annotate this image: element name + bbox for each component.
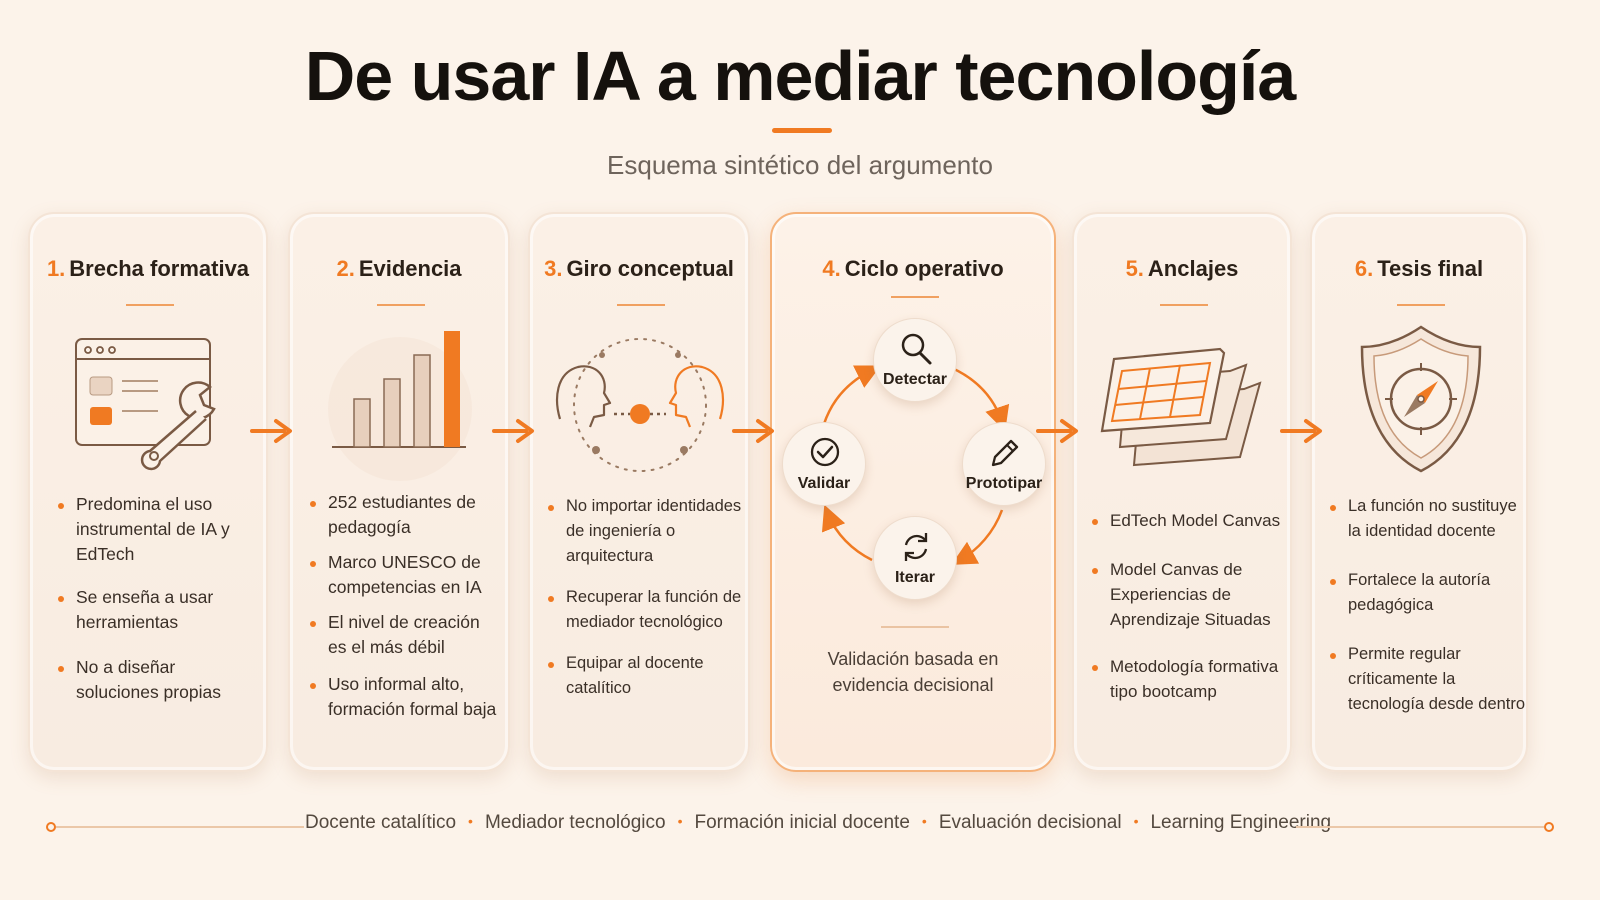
- card-divider: [1397, 304, 1445, 306]
- cycle-label: Prototipar: [965, 475, 1043, 492]
- card-title: Giro conceptual: [566, 256, 734, 281]
- arrow-right-icon: [1036, 419, 1078, 443]
- footer-items: Docente catalítico • Mediador tecnológico •…: [305, 812, 1331, 834]
- cycle-arrows: [821, 365, 1010, 565]
- card-anclajes: 5.Anclajes EdTech Model Canvas Model Can…: [1072, 212, 1292, 772]
- card-title: Tesis final: [1377, 256, 1484, 281]
- card-ciclo-operativo: 4.Ciclo operativo Detectar Prototipar: [770, 212, 1056, 772]
- list-item: Equipar al docente catalítico: [548, 651, 748, 701]
- page-title: De usar IA a mediar tecnología: [304, 37, 1297, 115]
- page-subtitle: Esquema sintético del argumento: [607, 150, 993, 180]
- footer-line-left: [56, 826, 304, 828]
- card-number: 2.: [336, 256, 355, 281]
- list-item: Recuperar la función de mediador tecnoló…: [548, 585, 748, 635]
- cycle-node-prototipar: Prototipar: [962, 422, 1046, 506]
- arrow-right-icon: [1280, 419, 1322, 443]
- card-heading: 6.Tesis final: [1312, 256, 1526, 282]
- list-item: Predomina el uso instrumental de IA y Ed…: [58, 492, 258, 567]
- card-bullets: No importar identidades de ingeniería o …: [548, 494, 748, 701]
- bar-chart-icon: [290, 319, 508, 494]
- card-divider: [881, 626, 949, 628]
- card-divider: [617, 304, 665, 306]
- search-icon: [901, 333, 932, 365]
- footer-line-right: [1296, 826, 1544, 828]
- card-tesis-final: 6.Tesis final La función no sustituye la…: [1310, 212, 1528, 772]
- card-brecha-formativa: 1.Brecha formativa Predomina el uso inst…: [28, 212, 268, 772]
- card-giro-conceptual: 3.Giro conceptual No importar identidade…: [528, 212, 750, 772]
- separator-dot: •: [468, 813, 473, 829]
- cycle-label: Iterar: [894, 569, 936, 586]
- refresh-icon: [904, 533, 928, 561]
- cycle-label: Detectar: [882, 371, 948, 388]
- cycle-node-iterar: Iterar: [873, 516, 957, 600]
- cycle-node-detectar: Detectar: [873, 318, 957, 402]
- card-number: 1.: [46, 256, 66, 281]
- card-evidencia: 2.Evidencia 252 estudiantes de pedagogía…: [288, 212, 510, 772]
- card-bullets: EdTech Model Canvas Model Canvas de Expe…: [1092, 508, 1292, 704]
- card-number: 5.: [1125, 256, 1144, 281]
- canvas-layers-icon: [1074, 319, 1290, 494]
- list-item: 252 estudiantes de pedagogía: [310, 490, 502, 540]
- list-item: La función no sustituye la identidad doc…: [1330, 494, 1528, 544]
- separator-dot: •: [921, 813, 927, 829]
- card-title: Evidencia: [358, 256, 462, 281]
- arrow-right-icon: [250, 419, 292, 443]
- card-title: Ciclo operativo: [844, 256, 1004, 281]
- card-number: 3.: [544, 256, 563, 281]
- list-item: Model Canvas de Experiencias de Aprendiz…: [1092, 557, 1292, 632]
- list-item: Se enseña a usar herramientas: [58, 585, 258, 635]
- arrow-right-icon: [732, 419, 774, 443]
- card-divider: [377, 304, 425, 306]
- cycle-note: Validación basada en evidencia decisiona…: [827, 649, 999, 695]
- card-heading: 5.Anclajes: [1074, 256, 1290, 282]
- check-circle-icon: [810, 437, 840, 467]
- list-item: No importar identidades de ingeniería o …: [548, 494, 748, 569]
- list-item: Uso informal alto, formación formal baja: [310, 672, 502, 722]
- list-item: El nivel de creación es el más débil: [310, 610, 502, 660]
- footer-keyword: Formación inicial docente: [694, 812, 910, 833]
- two-heads-mediator-icon: [530, 319, 748, 494]
- cycle-node-validar: Validar: [782, 422, 866, 506]
- footer-dot-right: [1544, 822, 1554, 832]
- card-divider: [126, 304, 174, 306]
- card-bullets: Predomina el uso instrumental de IA y Ed…: [58, 492, 258, 705]
- footer-keyword: Learning Engineering: [1150, 812, 1332, 833]
- arrow-right-icon: [492, 419, 534, 443]
- list-item: No a diseñar soluciones propias: [58, 655, 258, 705]
- card-heading: 2.Evidencia: [290, 256, 508, 282]
- footer-keyword: Docente catalítico: [305, 812, 457, 833]
- card-bullets: La función no sustituye la identidad doc…: [1330, 494, 1528, 717]
- list-item: Metodología formativa tipo bootcamp: [1092, 654, 1292, 704]
- card-bullets: 252 estudiantes de pedagogía Marco UNESC…: [310, 490, 502, 722]
- card-heading: 4.Ciclo operativo: [772, 256, 1054, 282]
- separator-dot: •: [1133, 813, 1139, 829]
- card-title: Brecha formativa: [69, 256, 250, 281]
- card-title: Anclajes: [1147, 256, 1239, 281]
- footer-dot-left: [46, 822, 56, 832]
- card-heading: 3.Giro conceptual: [530, 256, 748, 282]
- list-item: Fortalece la autoría pedagógica: [1330, 568, 1528, 618]
- card-divider: [891, 296, 939, 298]
- list-item: EdTech Model Canvas: [1092, 508, 1292, 533]
- card-divider: [1160, 304, 1208, 306]
- card-number: 4.: [822, 256, 841, 281]
- cycle-label: Validar: [797, 475, 851, 492]
- list-item: Permite regular críticamente la tecnolog…: [1330, 642, 1528, 717]
- shield-compass-icon: [1312, 319, 1526, 494]
- list-item: Marco UNESCO de competencias en IA: [310, 550, 502, 600]
- title-underline: [772, 128, 832, 133]
- browser-wrench-icon: [30, 319, 266, 494]
- footer-keyword: Mediador tecnológico: [484, 812, 666, 833]
- card-number: 6.: [1354, 256, 1374, 281]
- footer-keywords: Docente catalítico • Mediador tecnológico •…: [0, 812, 1600, 842]
- pencil-icon: [991, 439, 1019, 467]
- separator-dot: •: [677, 813, 683, 829]
- footer-keyword: Evaluación decisional: [938, 812, 1122, 833]
- card-heading: 1.Brecha formativa: [30, 256, 266, 282]
